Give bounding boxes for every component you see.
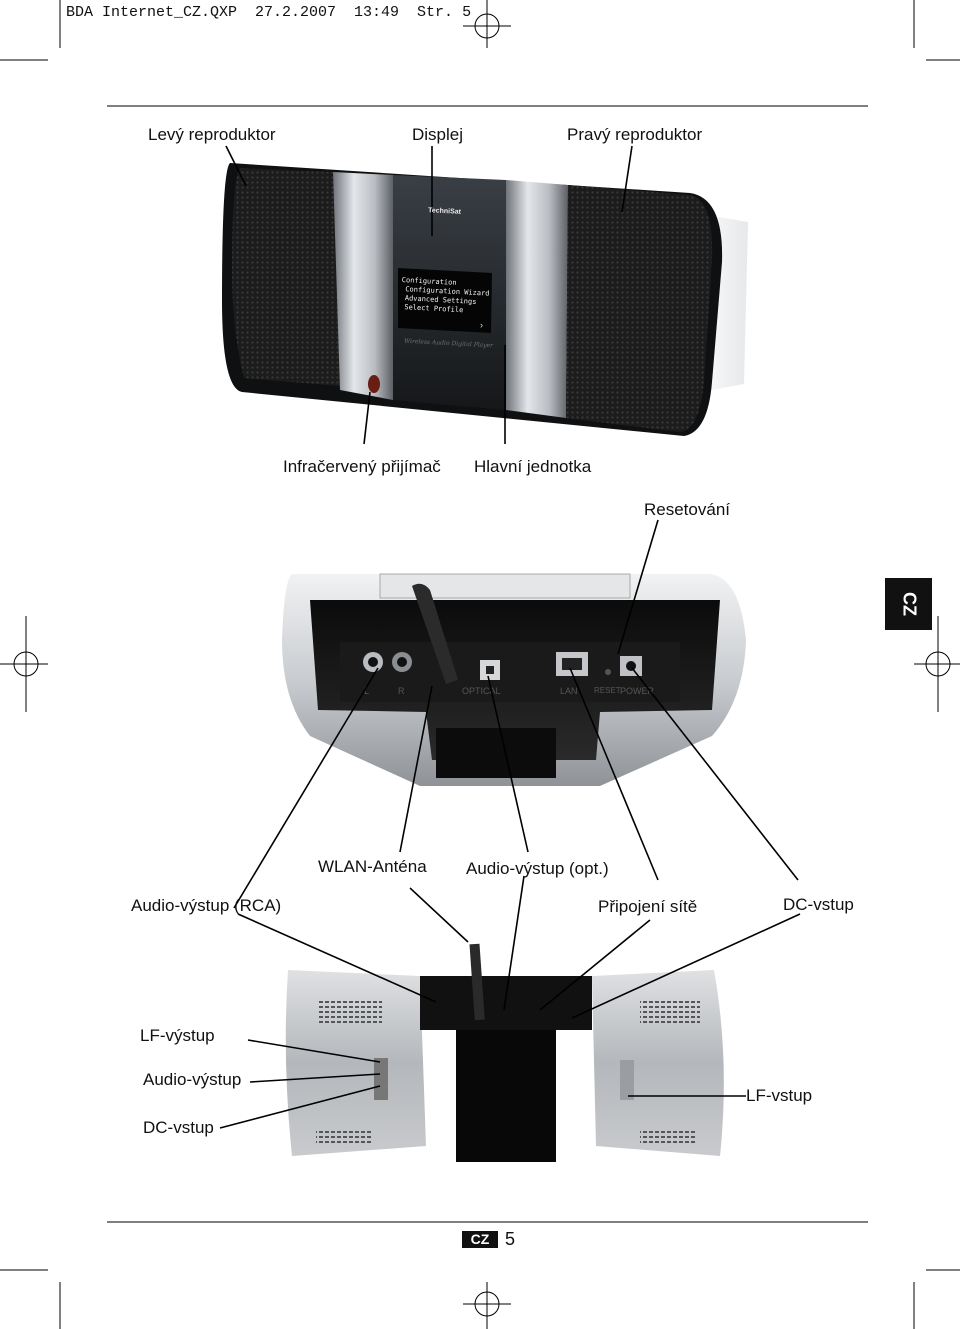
lcd-screen <box>398 268 492 333</box>
label-main-unit: Hlavní jednotka <box>474 457 592 476</box>
label-dc-in-top: DC-vstup <box>783 895 854 914</box>
footer-language-badge: CZ <box>462 1231 498 1248</box>
language-tab: CZ <box>885 578 932 630</box>
label-wlan-antenna: WLAN-Anténa <box>318 857 427 876</box>
port-label-optical: OPTICAL <box>462 686 501 696</box>
print-slug: BDA Internet_CZ.QXP 27.2.2007 13:49 Str.… <box>66 4 472 21</box>
port-label-power: POWER <box>620 686 655 696</box>
label-audio-out: Audio-výstup <box>143 1070 242 1089</box>
port-label-lan: LAN <box>560 686 578 696</box>
label-audio-out-opt: Audio-výstup (opt.) <box>466 859 609 878</box>
label-left-speaker: Levý reproduktor <box>148 125 276 144</box>
label-display: Displej <box>412 125 464 144</box>
label-network: Připojení sítě <box>598 897 698 916</box>
page-number: 5 <box>505 1229 516 1249</box>
ir-receiver-window <box>368 375 380 393</box>
label-lf-out: LF-výstup <box>140 1026 215 1045</box>
label-lf-in: LF-vstup <box>746 1086 813 1105</box>
left-speaker-grille <box>232 168 340 386</box>
port-label-reset: RESET <box>594 686 621 695</box>
label-audio-out-rca: Audio-výstup (RCA) <box>131 896 282 915</box>
right-speaker-grille <box>566 185 713 432</box>
port-label-r: R <box>398 686 405 696</box>
port-label-l: L <box>364 686 370 696</box>
lcd-arrow-icon: › <box>480 320 483 330</box>
label-dc-in-bottom: DC-vstup <box>143 1118 214 1137</box>
label-ir-receiver: Infračervený přijímač <box>283 457 441 476</box>
label-right-speaker: Pravý reproduktor <box>567 125 703 144</box>
label-reset: Resetování <box>644 500 730 519</box>
